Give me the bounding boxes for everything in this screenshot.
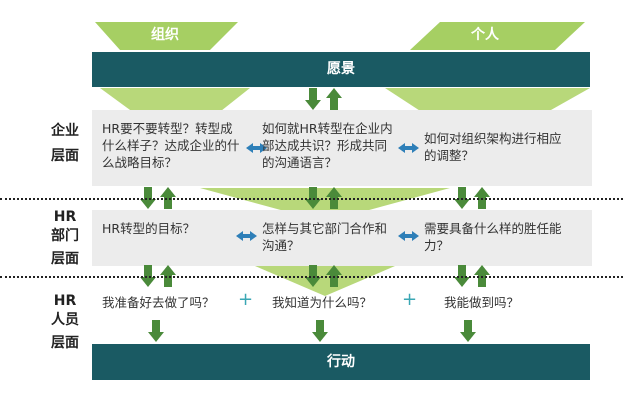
staff-cell-1: 我准备好去做了吗？ bbox=[102, 295, 215, 310]
row1-panel bbox=[92, 110, 592, 186]
bidirectional-arrow-icon bbox=[398, 231, 419, 241]
bidirectional-arrow-icon bbox=[246, 143, 267, 153]
org-top-band bbox=[95, 22, 238, 50]
enterprise-cell-1: HR要不要转型？转型成什么样子？达成企业的什么战略目标？ bbox=[102, 121, 240, 170]
action-bar: 行动 bbox=[92, 344, 590, 380]
center-funnel-2 bbox=[255, 266, 395, 296]
down-arrow-icon bbox=[312, 320, 328, 342]
row2-panel bbox=[92, 210, 592, 266]
bidirectional-arrow-icon bbox=[398, 143, 419, 153]
separator-line bbox=[0, 198, 623, 200]
row-label-department: HR 部门 层面 bbox=[51, 209, 79, 267]
department-cell-2: 怎样与其它部门合作和沟通？ bbox=[262, 221, 388, 253]
enterprise-cell-2: 如何就HR转型在企业内部达成共识？形成共同的沟通语言？ bbox=[262, 121, 393, 170]
row-label-staff: HR 人员 层面 bbox=[51, 293, 79, 351]
down-arrow-icon bbox=[148, 320, 164, 342]
plus-icon: + bbox=[402, 289, 418, 310]
separator-line bbox=[0, 276, 623, 278]
staff-cell-2: 我知道为什么吗？ bbox=[272, 295, 373, 310]
plus-icon: + bbox=[238, 289, 254, 310]
org-label: 组织 bbox=[151, 27, 179, 43]
bidirectional-arrow-icon bbox=[236, 231, 257, 241]
up-arrow-icon bbox=[326, 88, 342, 110]
action-label: 行动 bbox=[327, 354, 355, 370]
person-label: 个人 bbox=[471, 27, 499, 43]
department-cell-3: 需要具备什么样的胜任能力？ bbox=[424, 221, 562, 253]
center-funnel-1 bbox=[200, 188, 450, 222]
enterprise-cell-3: 如何对组织架构进行相应的调整？ bbox=[424, 131, 562, 163]
down-arrow-icon bbox=[460, 320, 476, 342]
department-cell-1: HR转型的目标？ bbox=[102, 221, 196, 236]
staff-cell-3: 我能做到吗？ bbox=[444, 295, 520, 310]
person-top-band bbox=[410, 22, 585, 50]
vision-label: 愿景 bbox=[327, 61, 355, 77]
down-arrow-icon bbox=[305, 88, 321, 110]
vision-bar: 愿景 bbox=[92, 52, 590, 87]
row-label-enterprise: 企业 层面 bbox=[51, 123, 79, 164]
